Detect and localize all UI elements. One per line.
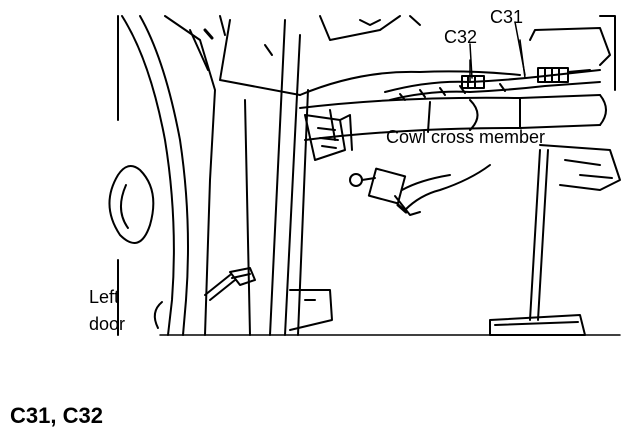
door-mark — [153, 301, 163, 329]
duct-drawing — [529, 15, 621, 191]
label-c32: C32 — [444, 27, 478, 47]
wiring-harness-drawing — [384, 39, 601, 101]
leader-lines — [469, 21, 526, 79]
bracket-drawing — [304, 114, 353, 161]
underdash-connector-drawing — [349, 164, 491, 216]
figure-caption: C31, C32 — [10, 403, 103, 428]
left-door-drawing — [108, 15, 226, 336]
cowl-cross-member-drawing — [299, 94, 607, 141]
pillar-drawing — [219, 19, 333, 336]
label-left-door-line2: door — [89, 314, 126, 334]
connector-c32-drawing — [461, 75, 485, 89]
pedal-drawing — [489, 149, 586, 336]
label-left-door-line1: Left — [89, 287, 120, 307]
dash-drawing — [299, 15, 521, 96]
door-clip-drawing — [204, 267, 256, 301]
label-c31: C31 — [490, 7, 524, 27]
label-cowl-cross-member: Cowl cross member — [386, 127, 546, 147]
connector-c31-drawing — [537, 67, 591, 83]
